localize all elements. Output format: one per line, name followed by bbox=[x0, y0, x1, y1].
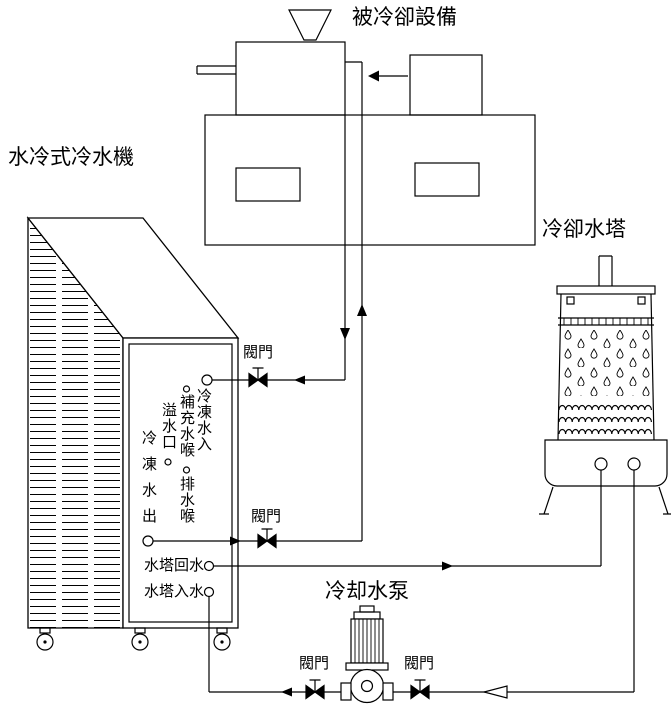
pump-motor-fins bbox=[354, 619, 380, 663]
port-label-chilled-water-out: 冷凍水出 bbox=[140, 430, 158, 534]
port-label-drain-hose: 排水喉 bbox=[178, 476, 196, 524]
equipment-side-stub-pipe bbox=[196, 65, 236, 75]
tower-nozzle-left bbox=[566, 296, 575, 305]
pump-flange-right bbox=[382, 682, 394, 701]
tower-rim bbox=[556, 285, 656, 295]
tower-sprinkler-ticks bbox=[563, 318, 649, 325]
caster-wheel-icon bbox=[36, 627, 54, 651]
centrifugal-pump-icon bbox=[340, 605, 394, 704]
equipment-window-right bbox=[414, 162, 480, 197]
makeup-water-port bbox=[182, 385, 191, 393]
equipment-window-left bbox=[235, 167, 301, 202]
label-cooled-equipment: 被冷卻設備 bbox=[352, 5, 457, 29]
cabinet-front-panel bbox=[122, 337, 239, 629]
cooling-tower-icon bbox=[539, 255, 671, 515]
flow-arrow-left-icon bbox=[281, 687, 292, 697]
pump-volute bbox=[349, 668, 385, 704]
tower-nozzle-right bbox=[637, 296, 646, 305]
pipes bbox=[153, 61, 635, 693]
equipment-main-body bbox=[204, 114, 536, 246]
equipment-right-box bbox=[409, 54, 483, 116]
drain-port bbox=[182, 466, 191, 474]
tower-top-pipe bbox=[598, 255, 613, 286]
basin-return-port bbox=[594, 457, 608, 471]
tower-water-wave bbox=[558, 404, 652, 411]
tower-water-wave bbox=[558, 428, 652, 435]
basin-outlet-port bbox=[627, 457, 641, 471]
tower-water-wave bbox=[558, 416, 652, 423]
chilled-water-out-port bbox=[142, 535, 154, 547]
flow-arrow-right-icon bbox=[230, 536, 241, 546]
valve-4-label: 閥門 bbox=[404, 654, 435, 672]
valve-3-label: 閥門 bbox=[299, 654, 330, 672]
tower-water-droplets bbox=[562, 330, 650, 396]
tower-inlet-port bbox=[203, 586, 215, 598]
flow-arrow-up-icon bbox=[357, 304, 367, 316]
valve-icon bbox=[410, 679, 430, 700]
label-cooling-pump: 冷却水泵 bbox=[325, 579, 409, 603]
valve-icon bbox=[257, 528, 277, 549]
funnel-hopper-icon bbox=[288, 9, 332, 41]
port-label-chilled-water-in: 冷凍水入 bbox=[195, 388, 213, 452]
pipe-tower-return bbox=[214, 470, 602, 567]
chiller-ports bbox=[142, 374, 215, 598]
tower-return-port bbox=[203, 560, 215, 572]
valve-icon bbox=[248, 367, 268, 388]
label-cooling-tower: 冷卻水塔 bbox=[542, 217, 626, 241]
tower-basin-ports bbox=[594, 457, 641, 471]
equipment-inlet-arrow-icon bbox=[368, 70, 408, 82]
valve-1-label: 閥門 bbox=[243, 343, 274, 361]
label-chiller: 水冷式冷水機 bbox=[8, 145, 134, 169]
port-label-tower-return: 水塔回水 bbox=[144, 556, 205, 574]
caster-wheel-icon bbox=[131, 627, 149, 651]
overflow-port bbox=[164, 458, 172, 466]
flow-arrows bbox=[230, 304, 508, 699]
port-label-makeup-water-hose: 補充水喉 bbox=[178, 394, 196, 458]
flow-arrow-right-icon bbox=[442, 561, 453, 571]
port-label-overflow: 溢水口 bbox=[160, 402, 178, 450]
flow-arrow-down-icon bbox=[340, 328, 350, 340]
valve-2-label: 閥門 bbox=[251, 507, 282, 525]
chilled-water-in-port bbox=[201, 374, 213, 386]
equipment-left-box bbox=[235, 41, 346, 116]
caster-wheel-icon bbox=[213, 627, 231, 651]
pump-hub bbox=[360, 679, 374, 693]
flow-arrow-left-icon bbox=[294, 375, 305, 385]
pump-flange-left bbox=[340, 682, 352, 701]
flow-arrow-open-left-icon bbox=[481, 685, 508, 699]
chiller-cabinet bbox=[26, 216, 240, 651]
cooled-equipment-unit bbox=[196, 9, 536, 246]
valve-icon bbox=[305, 679, 325, 700]
port-label-tower-inlet: 水塔入水 bbox=[144, 582, 205, 600]
cabinet-front-panel-inner bbox=[128, 343, 233, 623]
tower-legs bbox=[539, 486, 671, 515]
